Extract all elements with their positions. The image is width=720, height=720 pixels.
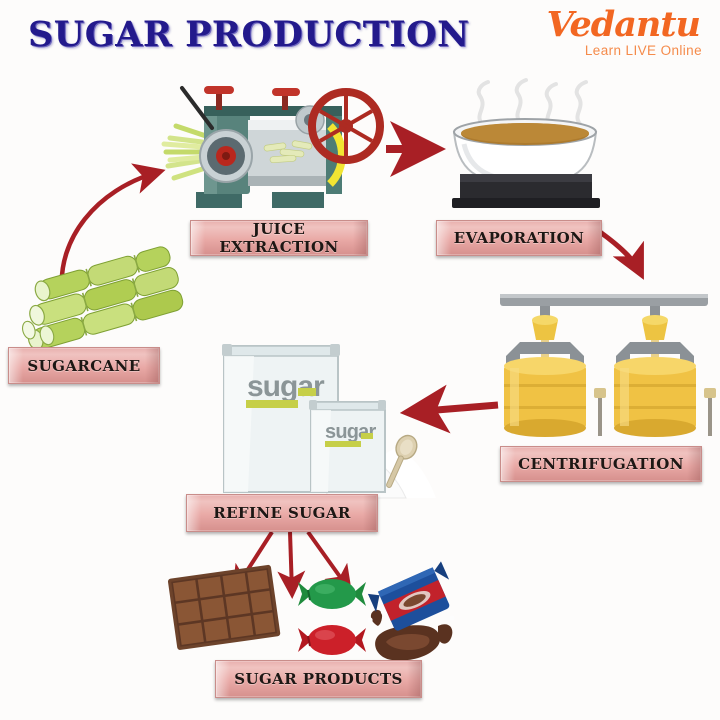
arrow-refine-to-products-right <box>306 530 353 594</box>
sugarcane-bundle-icon <box>21 246 184 350</box>
label-refine-sugar[interactable]: REFINE SUGAR <box>186 494 378 532</box>
centrifuge-drums-icon <box>500 294 716 437</box>
label-sugar-products-text: SUGAR PRODUCTS <box>234 670 403 688</box>
label-evaporation-text: EVAPORATION <box>453 229 585 247</box>
label-sugar-products[interactable]: SUGAR PRODUCTS <box>215 660 422 698</box>
arrow-refine-to-products-center <box>277 531 306 599</box>
vedantu-logo: Vedantu Learn LIVE Online <box>516 6 706 68</box>
label-juice-extraction-text: JUICE EXTRACTION <box>219 220 339 256</box>
logo-wordmark: Vedantu <box>546 4 701 45</box>
logo-tagline: Learn LIVE Online <box>584 43 702 58</box>
sugar-bags-icon: sugar sugar <box>222 344 436 499</box>
page-title: SUGAR PRODUCTION <box>28 14 470 55</box>
arrow-evaporation-to-centrifugation <box>598 229 644 280</box>
candy-chocolate-icon <box>167 561 455 661</box>
label-refine-sugar-text: REFINE SUGAR <box>213 504 351 522</box>
label-juice-extraction[interactable]: JUICE EXTRACTION <box>190 220 368 256</box>
arrow-centrifugation-to-refine-sugar <box>399 384 499 434</box>
label-centrifugation-text: CENTRIFUGATION <box>518 455 684 473</box>
label-evaporation[interactable]: EVAPORATION <box>436 220 602 256</box>
label-centrifugation[interactable]: CENTRIFUGATION <box>500 446 702 482</box>
cane-crusher-machine-icon <box>161 86 384 208</box>
svg-text:sugar: sugar <box>247 370 325 403</box>
boiling-pan-icon <box>452 78 600 208</box>
arrow-sugarcane-to-juice-extraction <box>59 163 166 291</box>
svg-text:sugar: sugar <box>325 421 376 443</box>
label-sugarcane-text: SUGARCANE <box>27 356 141 375</box>
label-sugarcane[interactable]: SUGARCANE <box>8 347 160 384</box>
